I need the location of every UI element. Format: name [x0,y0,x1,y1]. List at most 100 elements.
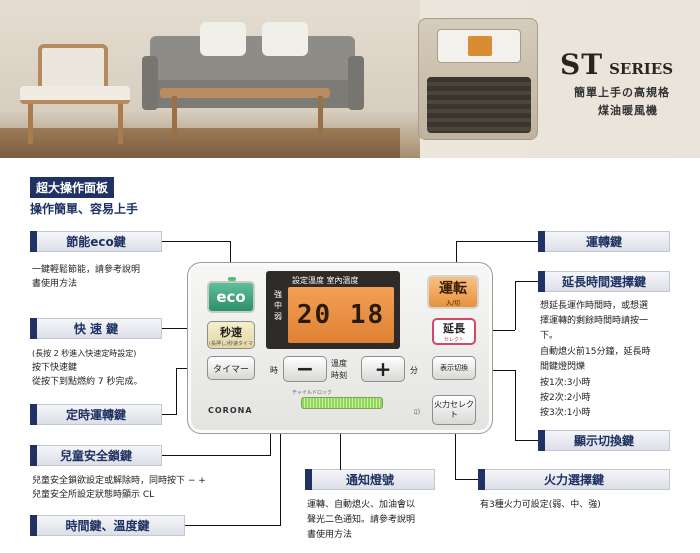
connector-notify [340,420,341,470]
chair-leg [118,104,123,144]
extend-desc-3: 下。 [540,331,559,341]
fire-select-button[interactable]: 火力セレクト [432,395,476,425]
lcd-display: 20 18 [288,287,394,343]
connector-run [456,241,457,277]
heater-grille [427,77,531,133]
run-button-label: 運転 [439,280,467,297]
run-button-sublabel: 入/切 [445,299,461,307]
extend-button[interactable]: 延長 セレクト [432,318,476,345]
extend-desc-2: 擇運轉的剩餘時間時請按一 [540,316,649,326]
eco-desc-2: 書使用方法 [32,279,78,289]
fire-desc: 有3種火力可設定(弱、中、強) [480,500,601,510]
fast-button[interactable]: 秒速 (長押し)秒速タイマ [207,321,255,349]
fast-button-label: 秒速 [220,325,242,339]
connector-time-temp [185,525,280,526]
display-header: 設定溫度 室內溫度 [292,276,359,285]
pillow [262,22,308,56]
extend-button-label: 延長 [443,322,465,335]
section-badge: 超大操作面板 [30,177,115,198]
sofa [150,36,355,86]
label-child-lock-key: 兒童安全鎖鍵 [30,445,162,466]
series-word: SERIES [609,60,674,78]
label-fire-key: 火力選擇鍵 [478,469,670,490]
label-eco-key: 節能eco鍵 [30,231,162,252]
notify-desc-3: 書使用方法 [307,530,353,540]
coffee-table [160,88,330,98]
connector-extend [515,281,516,330]
heater-control-panel [437,29,521,63]
tagline-2: 煤油暖風機 [598,104,658,117]
label-fast-key: 快 速 鍵 [30,318,162,339]
extend-desc-5: 間鍵燈閃爍 [540,362,586,372]
fire-level-indicator: 強中弱 [274,290,282,321]
lock-desc-1: 兒童安全鎖欲設定或解除時，同時按下 − + [32,476,206,486]
sound-icon: ﾛ) [414,408,421,416]
extend-desc-7: 按2次:2小時 [540,393,591,403]
label-notify-lamp: 通知燈號 [305,469,435,490]
heater-product-image [418,18,538,140]
sofa-arm-right [348,56,364,110]
brand-logo: CORONA [208,406,253,415]
plus-button[interactable]: + [361,356,405,382]
connector-run [456,241,538,242]
label-display-switch-key: 顯示切換鍵 [538,430,670,451]
sofa-arm-left [142,56,158,110]
connector-display [515,440,538,441]
minus-button[interactable]: − [283,356,327,382]
fast-desc-1: (長按 2 秒進入快速定時設定) [32,349,137,358]
label-time-temp-key: 時間鍵、溫度鍵 [30,515,185,536]
armchair [38,44,108,92]
eco-button[interactable]: eco [207,277,255,313]
eco-led [228,277,236,281]
notify-desc-2: 聲光二色通知。請參考說明 [307,515,416,525]
extend-desc-6: 按1次:3小時 [540,378,591,388]
extend-desc-8: 按3次:1小時 [540,408,591,418]
notify-desc-1: 運轉、自動熄火、加油會以 [307,500,416,510]
temp-label: 溫度 [331,359,347,368]
connector-display [475,370,515,371]
section-subtitle: 操作簡單、容易上手 [30,202,139,216]
table-leg [318,96,323,138]
temp-time-label: 溫度 時刻 [331,358,347,382]
child-lock-label: チャイルドロック [292,390,332,396]
label-run-key: 運轉鍵 [538,231,670,252]
connector-extend [475,330,515,331]
fast-button-sublabel: (長押し)秒速タイマ [209,340,253,347]
extend-desc-1: 想延長運作時間時，或想選 [540,301,649,311]
connector-eco [162,241,230,242]
connector-fire [455,479,478,480]
extend-desc-4: 自動熄火前15分鐘，延長時 [540,347,651,357]
display-switch-button[interactable]: 表示切換 [432,356,476,380]
time-label: 時刻 [331,371,347,380]
label-timer-key: 定時運轉鍵 [30,404,162,425]
fast-desc-3: 從按下到點燃約 7 秒完成。 [32,377,143,387]
armchair-seat [20,86,130,104]
run-button[interactable]: 運転 入/切 [427,275,479,309]
tagline-1: 簡單上手の高規格 [574,86,670,99]
extend-button-sublabel: セレクト [443,337,464,343]
connector-time-temp [280,382,281,526]
timer-button[interactable]: タイマー [207,356,255,380]
eco-button-label: eco [216,288,246,306]
heater-screen [468,36,492,56]
connector-fire [455,420,456,479]
minute-label: 分 [410,366,418,375]
fast-desc-2: 按下快速鍵 [32,363,78,373]
pillow [200,22,246,56]
connector-timer [162,414,176,415]
connector-lock [162,455,270,456]
notify-lamp [301,397,383,409]
hour-label: 時 [270,366,278,375]
chair-leg [28,104,33,144]
lock-desc-2: 兒童安全所設定狀態時顯示 CL [32,490,155,500]
eco-desc-1: 一鍵輕鬆節能，請參考說明 [32,265,141,275]
connector-extend [515,281,538,282]
connector-fast [162,328,205,329]
control-panel: eco 秒速 (長押し)秒速タイマ タイマー 設定溫度 室內溫度 強中弱 20 … [187,262,493,434]
table-leg [172,96,177,138]
connector-display [515,370,516,440]
label-extend-key: 延長時間選擇鍵 [538,271,670,292]
floor [0,128,400,158]
